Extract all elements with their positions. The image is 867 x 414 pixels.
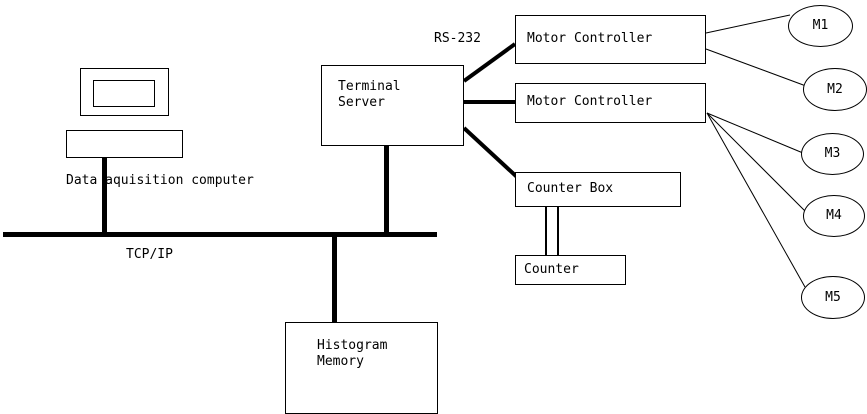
motor-m2-label: M2 bbox=[827, 82, 843, 97]
motor-m5-label: M5 bbox=[825, 290, 841, 305]
monitor-screen bbox=[93, 80, 155, 107]
link-motor-controller-1-to-m1 bbox=[705, 14, 791, 34]
motor-m3-label: M3 bbox=[824, 146, 841, 161]
motor-m4-label: M4 bbox=[826, 208, 842, 223]
link-terminal-server-to-motor-controller-1 bbox=[462, 42, 517, 83]
wire-counter-box-to-counter-b bbox=[557, 207, 559, 256]
motor-controller-1-label: Motor Controller bbox=[527, 31, 653, 46]
motor-controller-1-box[interactable] bbox=[515, 15, 706, 64]
motor-m5-shape[interactable] bbox=[801, 276, 865, 319]
terminal-server-label: Terminal Server bbox=[338, 79, 401, 110]
tcpip-bus-line bbox=[3, 232, 437, 237]
link-motor-controller-2-to-m3 bbox=[706, 112, 804, 154]
counter-box-label: Counter Box bbox=[527, 181, 614, 196]
keyboard bbox=[66, 130, 183, 158]
motor-m3-shape[interactable] bbox=[801, 133, 864, 175]
terminal-server-box[interactable] bbox=[321, 65, 464, 146]
counter-label: Counter bbox=[524, 262, 579, 277]
tcpip-bus-label: TCP/IP bbox=[126, 247, 173, 262]
wire-bus-to-histogram-memory bbox=[332, 234, 337, 324]
motor-m4-shape[interactable] bbox=[803, 195, 865, 237]
wire-counter-box-to-counter-a bbox=[545, 207, 547, 256]
motor-m1-label: M1 bbox=[812, 18, 829, 33]
counter-box[interactable] bbox=[515, 172, 681, 207]
rs232-label: RS-232 bbox=[434, 31, 481, 46]
data-acquisition-computer-label: Data aquisition computer bbox=[66, 173, 254, 188]
link-motor-controller-2-to-m4 bbox=[706, 112, 806, 212]
motor-m2-shape[interactable] bbox=[803, 68, 867, 111]
wire-computer-to-bus bbox=[102, 157, 107, 235]
motor-controller-2-box[interactable] bbox=[515, 83, 706, 123]
histogram-memory-label: Histogram Memory bbox=[317, 338, 388, 369]
link-motor-controller-2-to-m5 bbox=[706, 112, 806, 288]
motor-controller-2-label: Motor Controller bbox=[527, 94, 653, 109]
wire-terminal-server-to-bus bbox=[384, 145, 389, 235]
counter-box-readout[interactable] bbox=[515, 255, 626, 285]
link-terminal-server-to-counter-box bbox=[462, 126, 519, 179]
motor-m1-shape[interactable] bbox=[788, 5, 853, 47]
link-motor-controller-1-to-m2 bbox=[705, 48, 807, 87]
